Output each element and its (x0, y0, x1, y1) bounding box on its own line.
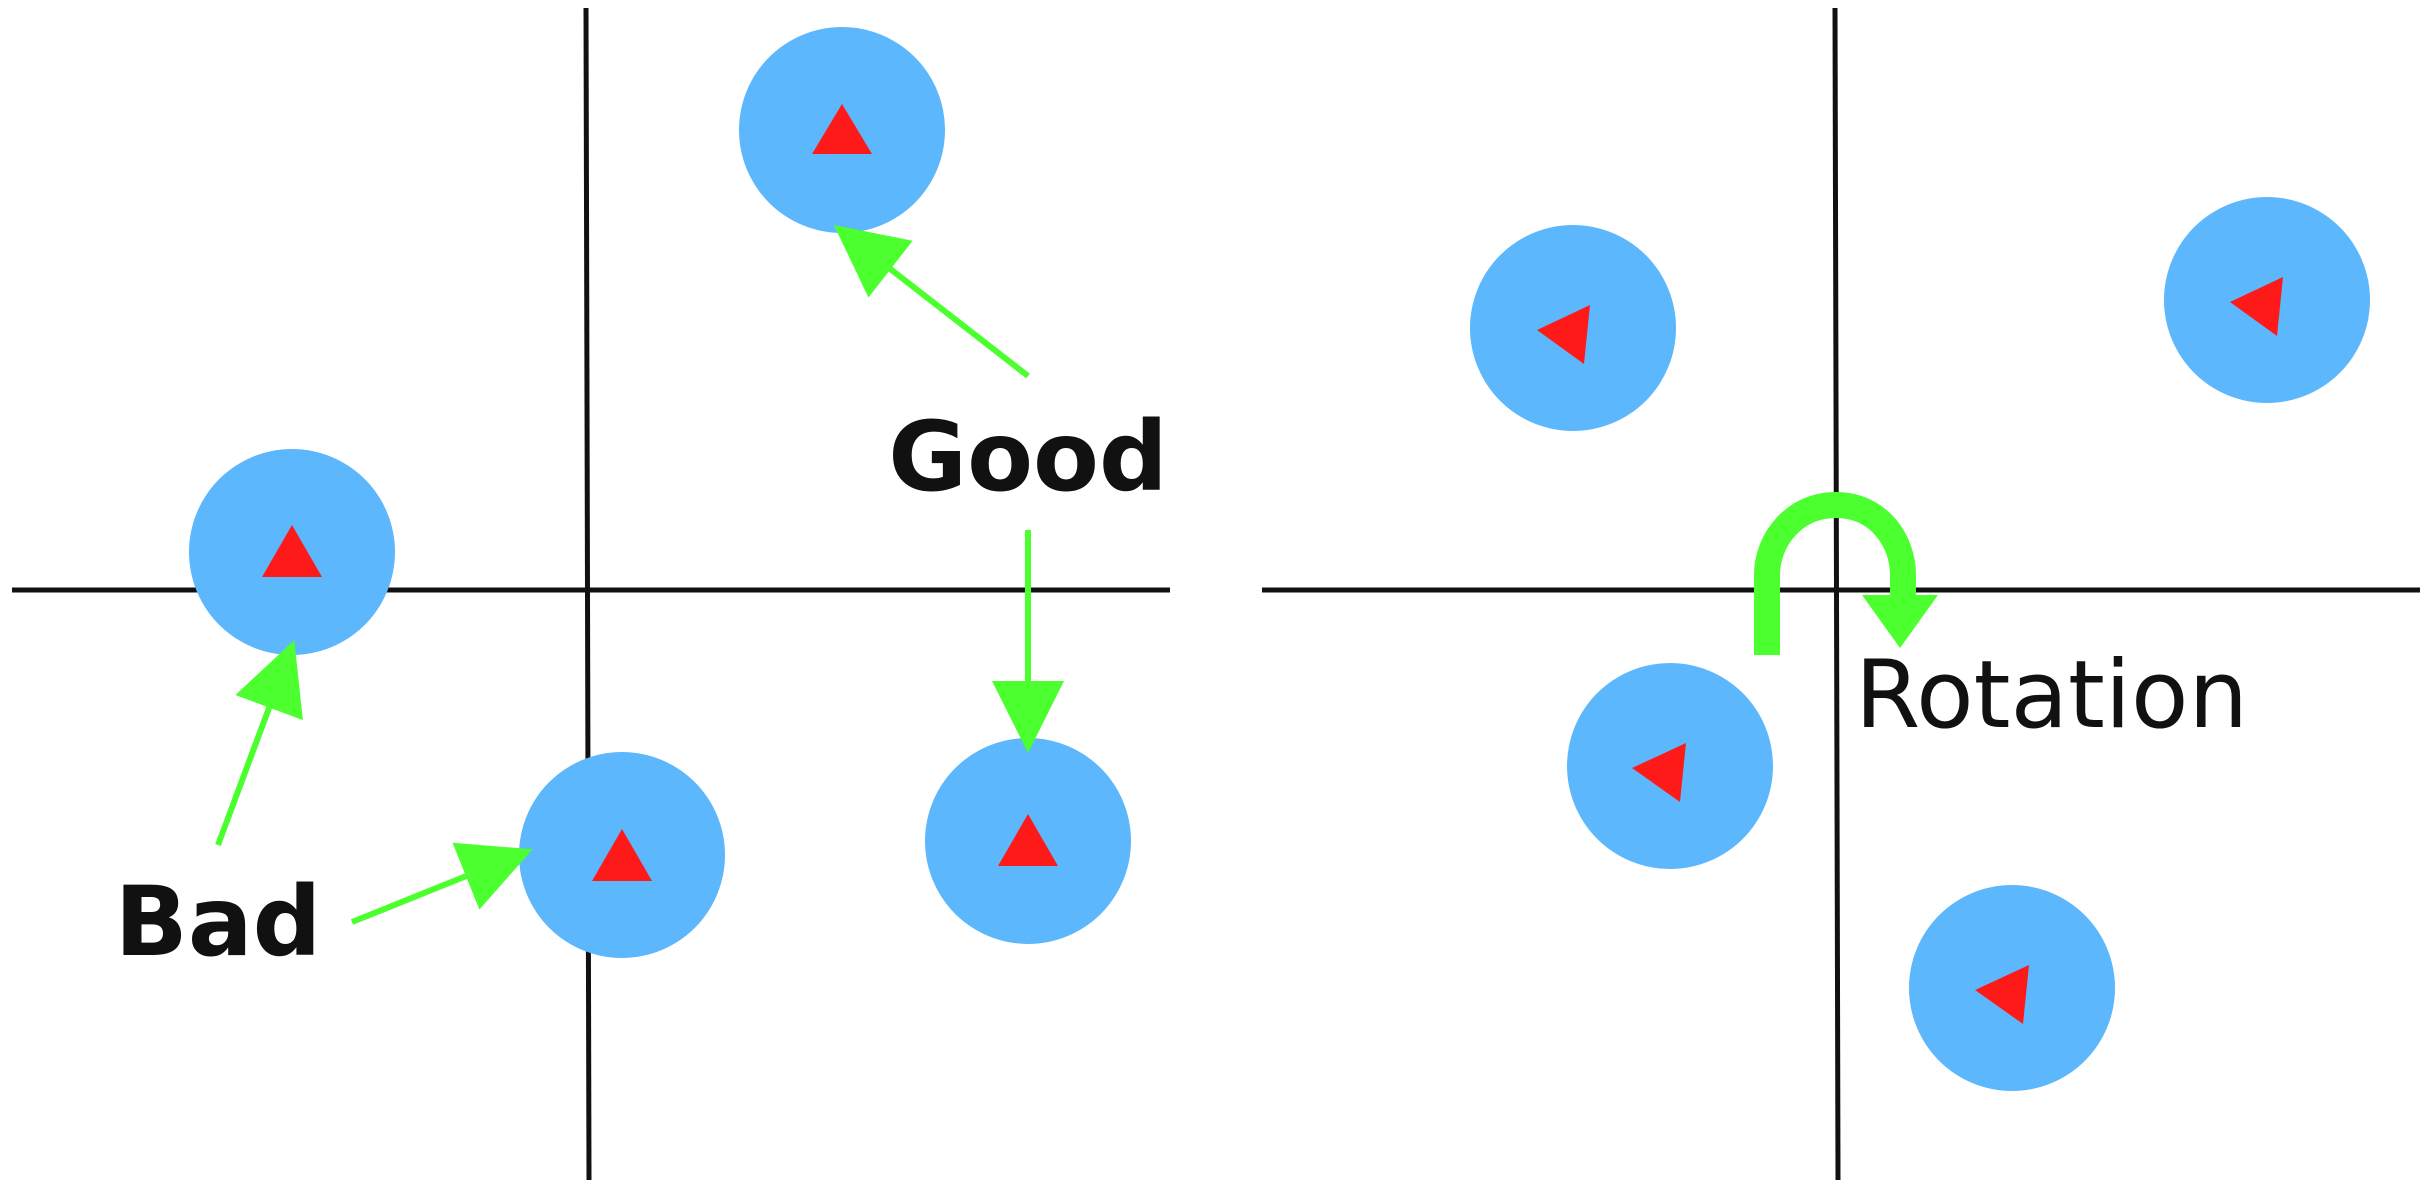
rotated-marker-middle (1567, 663, 1773, 869)
triangle-marker (262, 525, 322, 577)
triangle-marker (998, 814, 1058, 866)
rotation-arrow-icon (1754, 492, 1938, 655)
triangle-marker (2230, 277, 2283, 336)
right-vertical-axis (1832, 7, 1841, 1181)
triangle-marker (1975, 965, 2029, 1024)
triangle-marker (592, 829, 652, 881)
marker-top (739, 27, 945, 233)
marker-bottom-on-axis (519, 752, 725, 958)
triangle-marker (812, 104, 872, 154)
bad-label: Bad (115, 866, 322, 978)
good-label: Good (888, 401, 1167, 513)
triangle-marker (1537, 305, 1590, 364)
rotated-marker-bottom (1909, 885, 2115, 1091)
rotated-marker-top-left (1470, 225, 1676, 431)
marker-bottom-right (925, 738, 1131, 944)
triangle-marker (1632, 743, 1686, 802)
bad-arrow-to-bottom-icon (350, 842, 533, 925)
rotation-label: Rotation (1855, 641, 2248, 750)
left-panel: Good Bad (12, 7, 1170, 1181)
marker-left-on-axis (189, 449, 395, 655)
right-panel: Rotation (1262, 7, 2420, 1181)
bad-arrow-to-left-icon (215, 640, 303, 847)
left-vertical-axis (583, 7, 592, 1181)
rotated-marker-top-right (2164, 197, 2370, 403)
good-arrow-to-top-icon (833, 224, 1030, 379)
